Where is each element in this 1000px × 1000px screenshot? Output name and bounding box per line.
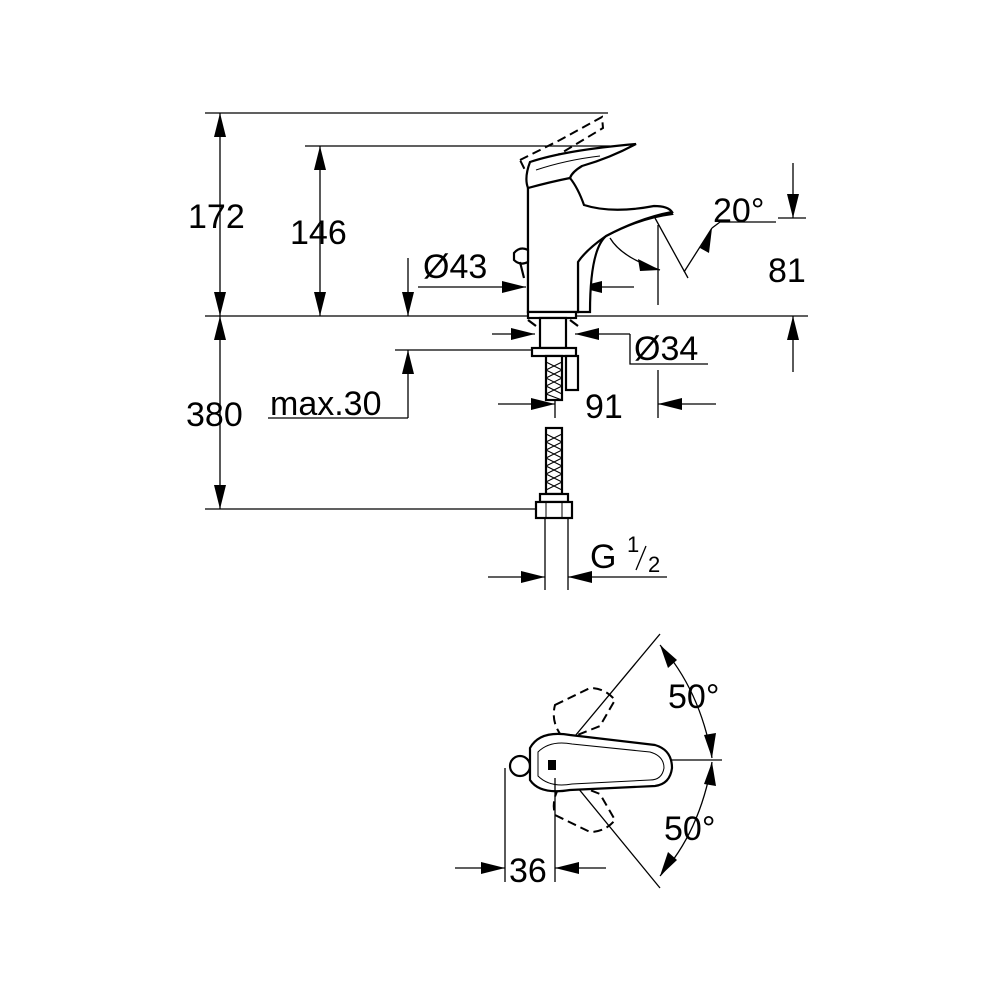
label-380: 380 [186,396,243,434]
dimension-20deg [609,217,776,279]
label-36: 36 [509,852,547,890]
label-g-half: G 1 2 [590,532,660,577]
dimension-380 [214,316,226,509]
label-max30: max.30 [270,385,382,423]
label-g-denominator: 2 [648,552,660,577]
label-146: 146 [290,214,347,252]
dimension-g12 [488,571,667,583]
label-50deg-down: 50° [664,810,715,848]
label-g: G [590,538,616,576]
label-50deg-up: 50° [668,678,719,716]
label-o43: Ø43 [423,248,487,286]
label-81: 81 [768,252,806,290]
faucet-top-view [455,633,722,889]
dimension-172 [214,113,226,316]
dimension-81 [778,163,806,372]
label-g-numerator: 1 [627,532,639,557]
dimension-max30 [402,258,414,418]
faucet-side-view [512,115,674,590]
label-172: 172 [188,198,245,236]
label-20deg: 20° [713,192,764,230]
dimension-o34 [492,328,708,365]
extension-lines [205,112,808,510]
label-91: 91 [585,388,623,426]
dimension-91 [498,398,716,410]
label-o34: Ø34 [634,330,698,368]
dimension-146 [314,146,326,316]
